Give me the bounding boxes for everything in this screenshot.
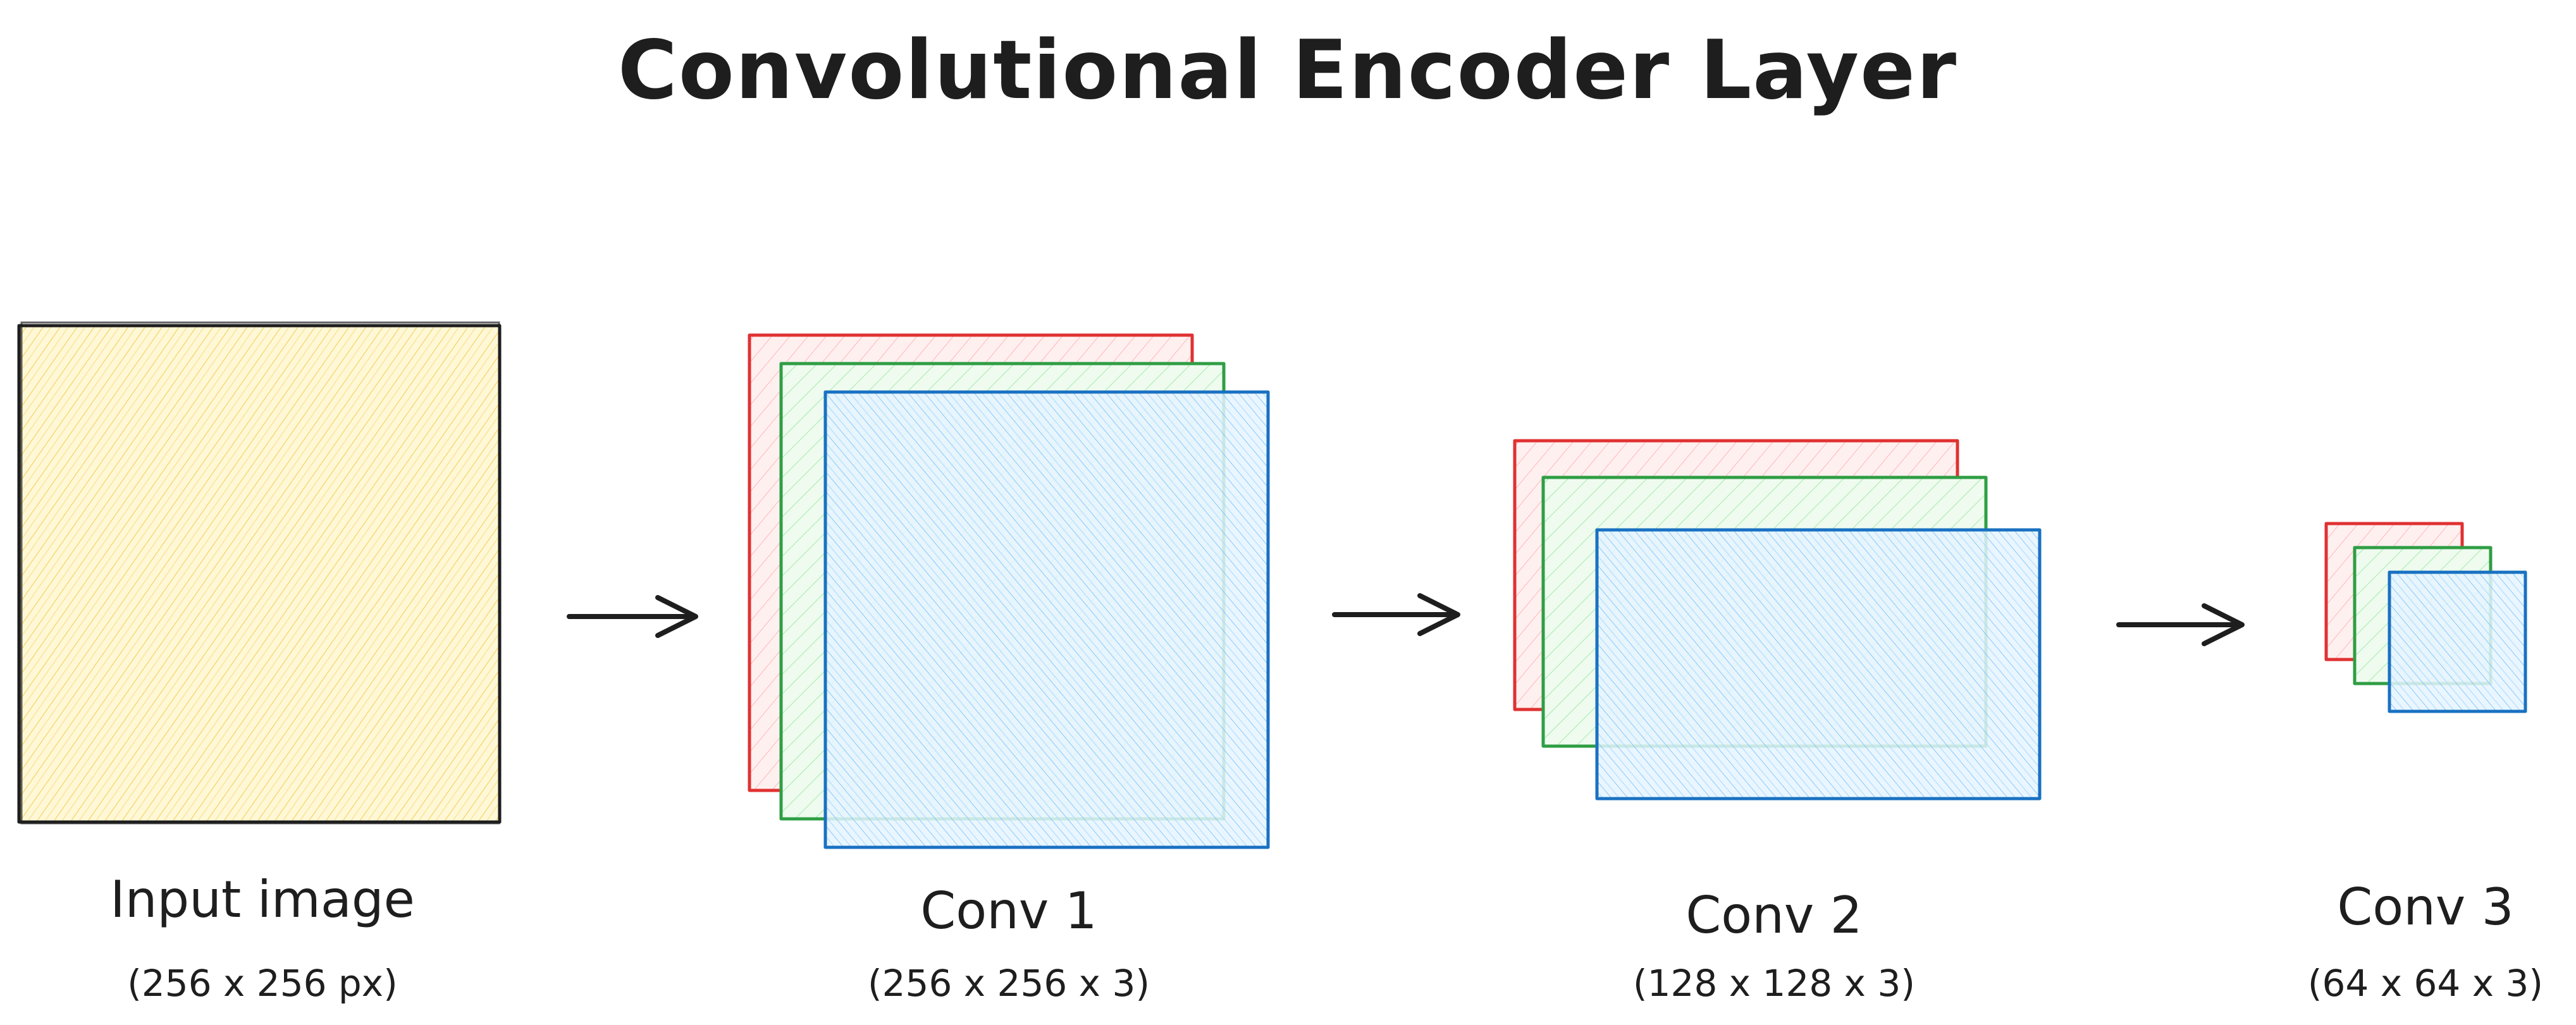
input-image-frame-sketch bbox=[20, 321, 500, 825]
stage-name-input-image: Input image bbox=[110, 870, 415, 929]
arrow-right-icon bbox=[567, 595, 698, 638]
stage-dims-conv3: (64 x 64 x 3) bbox=[2308, 962, 2543, 1005]
stage-name-conv1: Conv 1 bbox=[920, 881, 1097, 940]
stage-dims-conv1: (256 x 256 x 3) bbox=[868, 962, 1150, 1005]
conv1-block: Conv 1 (256 x 256 x 3) bbox=[748, 333, 1270, 1005]
conv2-block: Conv 2 (128 x 128 x 3) bbox=[1513, 439, 2042, 1005]
stage-dims-conv2: (128 x 128 x 3) bbox=[1633, 962, 1915, 1005]
arrow-right-icon bbox=[2116, 603, 2245, 646]
conv3-block: Conv 3 (64 x 64 x 3) bbox=[2308, 522, 2543, 1005]
conv3-channel-blue bbox=[2388, 570, 2527, 713]
diagram-title: Convolutional Encoder Layer bbox=[618, 23, 1957, 118]
stage-name-conv3: Conv 3 bbox=[2337, 878, 2513, 936]
arrow-right-icon bbox=[1332, 593, 1460, 636]
conv1-channel-blue bbox=[823, 390, 1270, 849]
stage-name-conv2: Conv 2 bbox=[1685, 886, 1862, 945]
input-image-frame bbox=[17, 324, 502, 824]
stage-dims-input-image: (256 x 256 px) bbox=[127, 962, 397, 1005]
input-image-block: Input image (256 x 256 px) bbox=[17, 321, 502, 1005]
conv2-channel-blue bbox=[1595, 528, 2042, 801]
